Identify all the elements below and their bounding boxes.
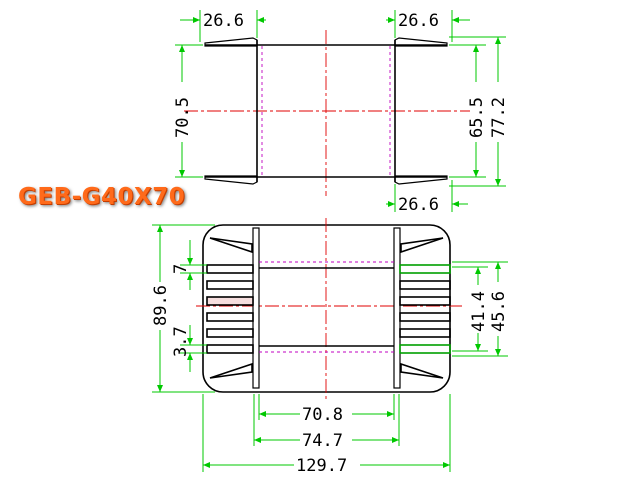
dim-bottom-right-label: 26.6: [398, 195, 439, 215]
dimension-front-right-outer: 45.6: [452, 261, 509, 357]
front-view-bottom-right-wedge: [400, 362, 444, 379]
front-view-outer-body: [202, 224, 451, 393]
front-view-right-flange: [393, 227, 401, 389]
dim-front-right-inner-label: 41.4: [469, 291, 489, 332]
dimension-front-left-small-top: 7: [171, 240, 207, 290]
dim-front-right-outer-label: 45.6: [489, 291, 509, 332]
dim-front-bottom-middle-label: 74.7: [302, 431, 343, 451]
dimension-front-bottom-overall: 129.7: [202, 394, 451, 476]
top-view: 26.6 26.6 26.6: [173, 10, 509, 215]
dimension-front-bottom-middle: 74.7: [253, 394, 400, 451]
dimension-front-right-inner: 41.4: [452, 266, 489, 352]
dimension-bottom-right: 26.6: [386, 180, 468, 215]
front-view-left-pins: [206, 264, 254, 354]
dimension-left-height: 70.5: [173, 44, 203, 178]
dimension-front-left-small-bottom: 3.7: [171, 325, 207, 372]
dim-left-height-label: 70.5: [173, 97, 193, 138]
front-view-top-left-wedge: [209, 237, 253, 254]
front-view-top-right-wedge: [400, 237, 444, 254]
dimension-top-left: 26.6: [180, 10, 266, 42]
model-title: GEB-G40X70: [18, 184, 186, 210]
dim-front-bottom-overall-label: 129.7: [296, 456, 347, 476]
dim-front-bottom-inner-label: 70.8: [302, 405, 343, 425]
dimension-front-left-total: 89.6: [151, 224, 215, 393]
dim-right-inner-height-label: 65.5: [467, 97, 487, 138]
front-view-left-flange: [252, 227, 260, 389]
dimension-right-inner-height: 65.5: [449, 44, 487, 178]
dim-front-left-small-top-label: 7: [171, 264, 191, 274]
dim-front-left-total-label: 89.6: [151, 285, 171, 326]
dim-front-left-small-bottom-label: 3.7: [171, 326, 191, 357]
dim-right-outer-height-label: 77.2: [489, 97, 509, 138]
dim-top-right-label: 26.6: [398, 11, 439, 31]
dimension-front-bottom-inner: 70.8: [258, 394, 395, 425]
dimension-right-outer-height: 77.2: [449, 36, 509, 187]
front-view-bottom-left-wedge: [209, 362, 253, 379]
front-view: 89.6 7 3.7: [151, 218, 509, 476]
front-view-right-pins: [399, 264, 451, 354]
dim-top-left-label: 26.6: [203, 11, 244, 31]
